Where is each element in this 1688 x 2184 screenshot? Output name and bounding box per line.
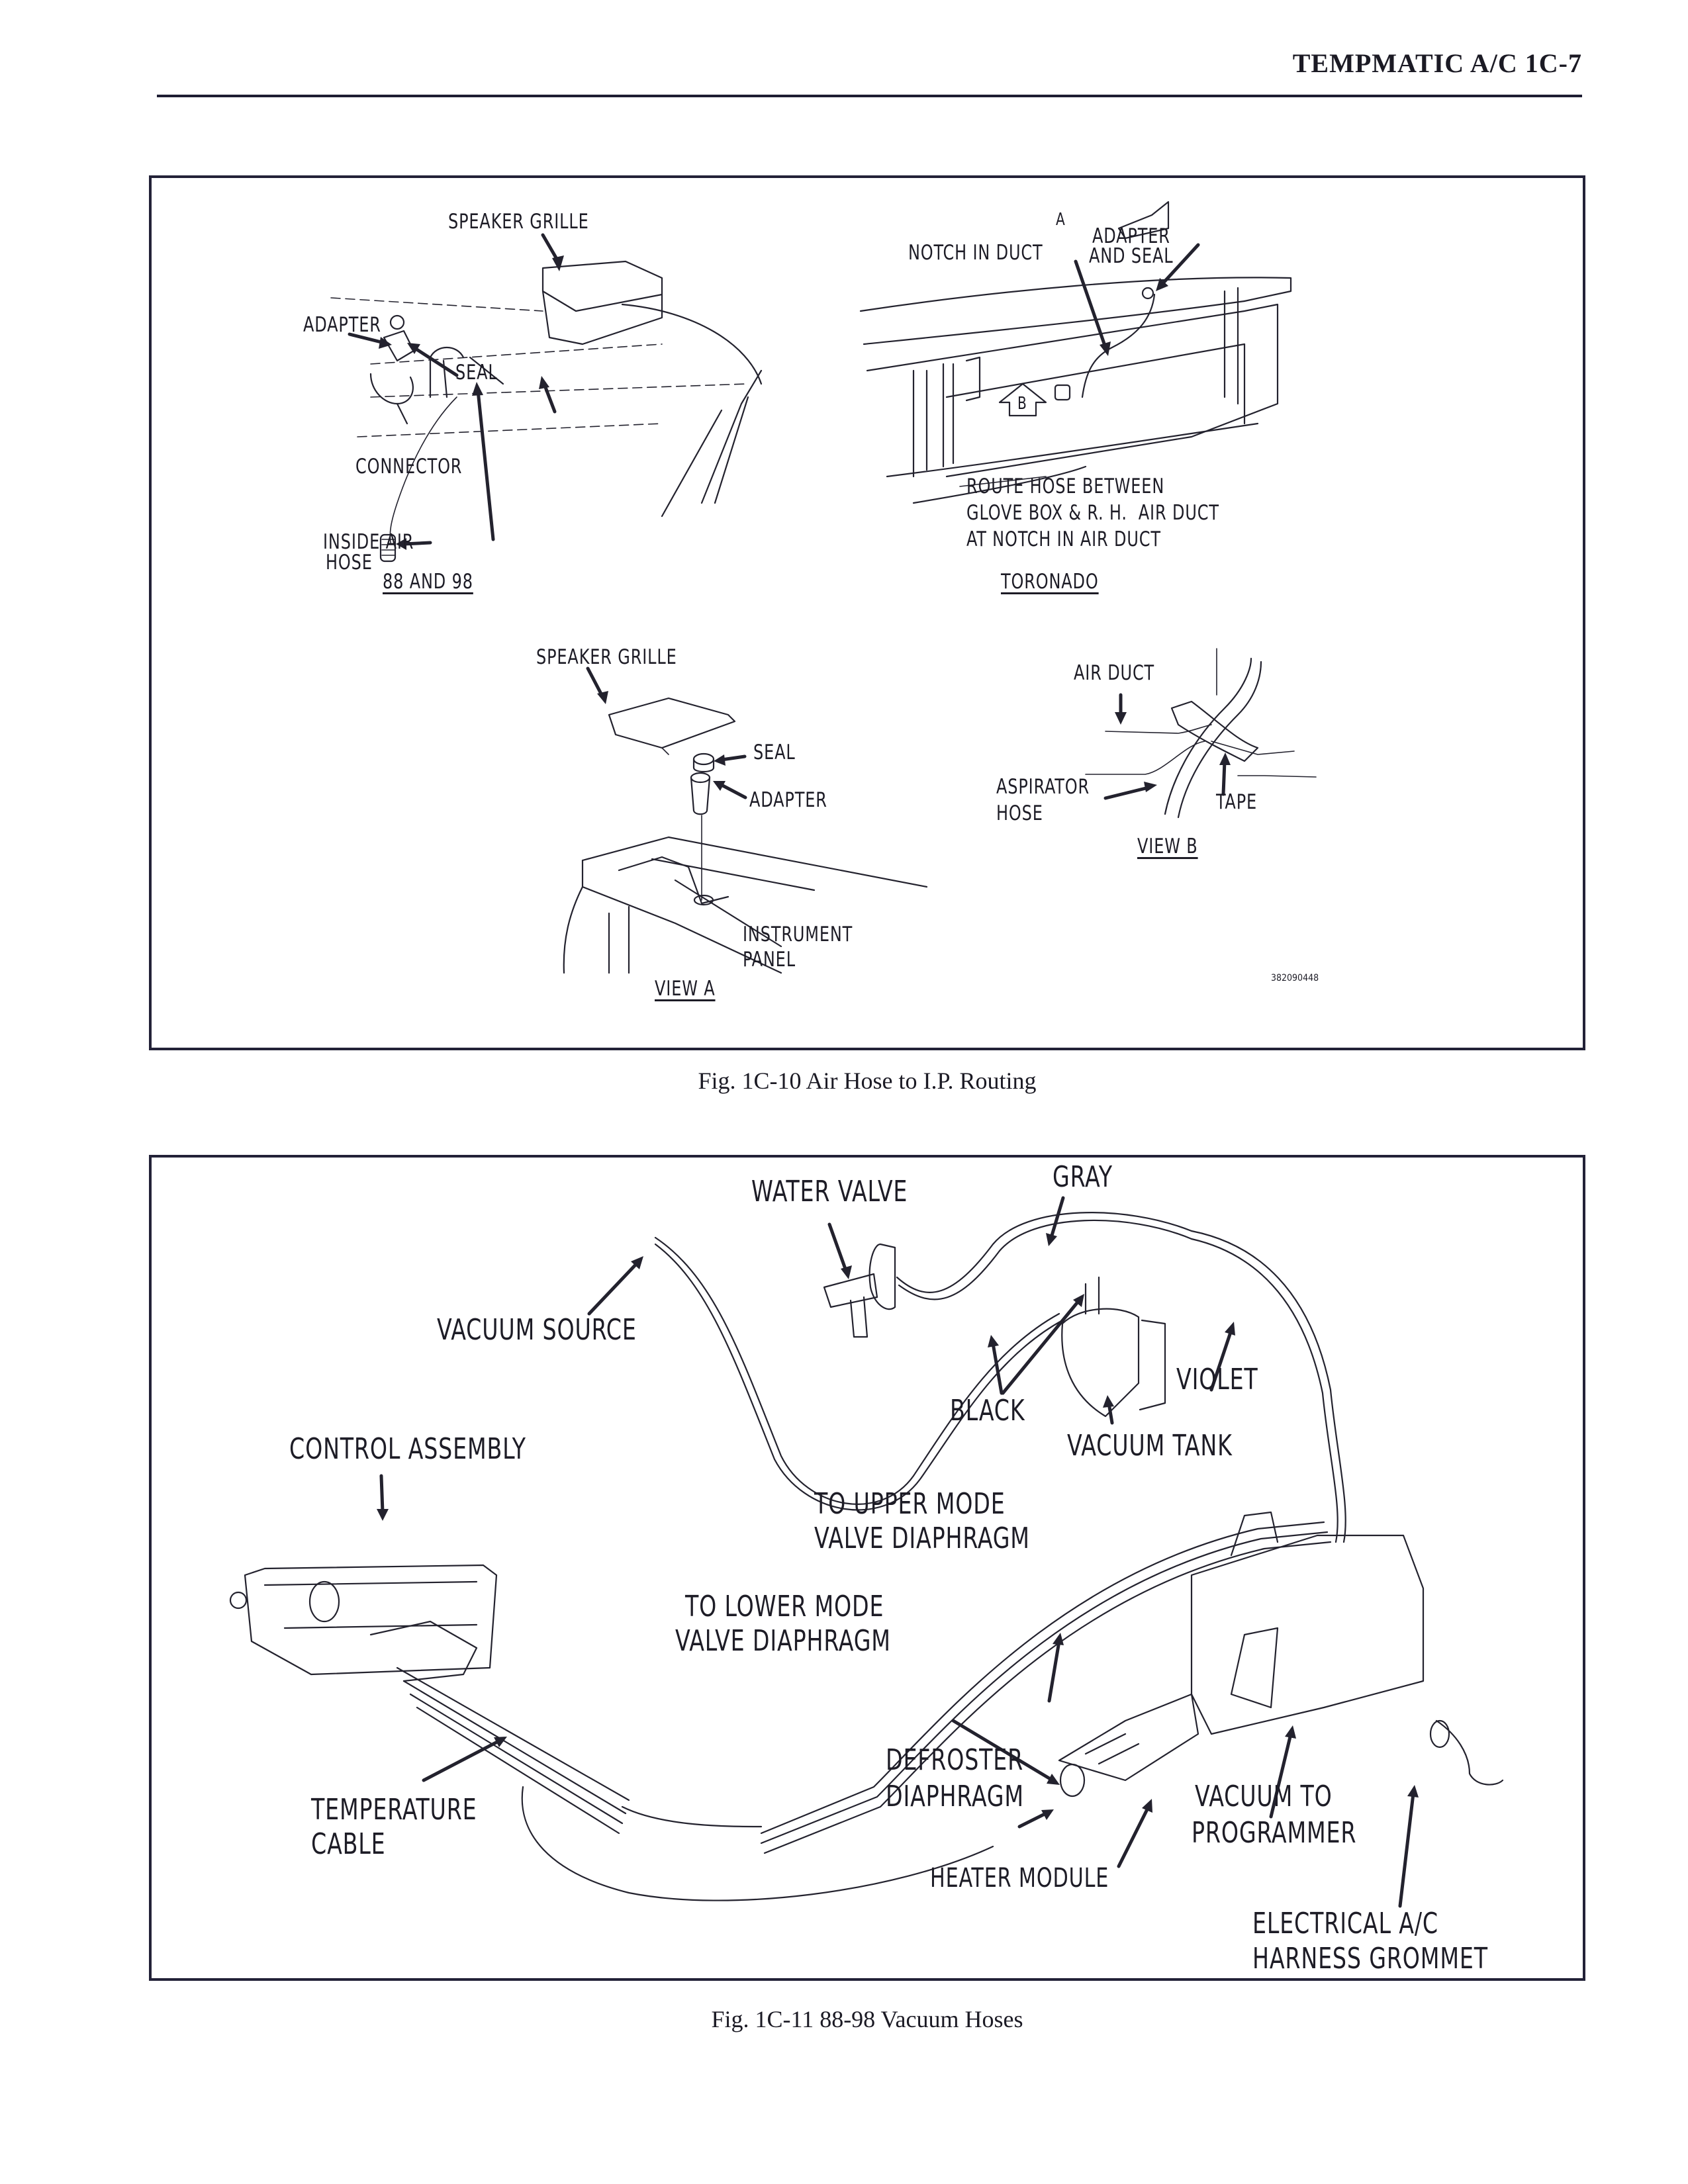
label-notch-in-duct: NOTCH IN DUCT <box>908 241 1043 265</box>
label-aspirator-hose-line2: HOSE <box>996 801 1043 825</box>
label-water-valve: WATER VALVE <box>751 1175 908 1208</box>
label-vacuum-to-programmer-line2: PROGRAMMER <box>1192 1816 1357 1850</box>
label-lower-mode-line2: VALVE DIAPHRAGM <box>675 1624 891 1658</box>
label-seal-88-98: SEAL <box>455 361 498 385</box>
page-header-title: TEMPMATIC A/C 1C-7 <box>1292 48 1582 78</box>
label-adapter-and-seal-line1: ADAPTER <box>1092 224 1170 248</box>
view-marker-a: A <box>1056 210 1066 230</box>
label-seal-view-a: SEAL <box>753 741 796 764</box>
label-connector-88-98: CONNECTOR <box>355 455 463 478</box>
figure-2-frame <box>149 1155 1585 1981</box>
part-number: 382090448 <box>1271 973 1319 983</box>
label-violet-hose: VIOLET <box>1176 1363 1258 1396</box>
label-vacuum-tank: VACUUM TANK <box>1067 1429 1233 1463</box>
panel-title-toronado: TORONADO <box>1001 570 1099 594</box>
label-adapter-view-a: ADAPTER <box>749 788 827 812</box>
label-adapter-and-seal-line2: AND SEAL <box>1089 244 1174 268</box>
label-speaker-grille-88-98: SPEAKER GRILLE <box>448 210 589 234</box>
label-vacuum-to-programmer-line1: VACUUM TO <box>1195 1780 1333 1813</box>
panel-title-view-a: VIEW A <box>655 977 716 1001</box>
label-temperature-cable-line2: CABLE <box>311 1827 386 1861</box>
label-speaker-grille-view-a: SPEAKER GRILLE <box>536 645 677 669</box>
label-inside-air-hose-line1: INSIDE AIR <box>323 530 414 554</box>
label-vacuum-source: VACUUM SOURCE <box>437 1313 637 1347</box>
figure-1-caption: Fig. 1C-10 Air Hose to I.P. Routing <box>698 1068 1037 1094</box>
label-black-hose: BLACK <box>950 1394 1025 1428</box>
label-control-assembly: CONTROL ASSEMBLY <box>289 1432 526 1466</box>
label-defroster-line2: DIAPHRAGM <box>886 1780 1024 1813</box>
label-lower-mode-line1: TO LOWER MODE <box>685 1590 884 1623</box>
label-air-duct: AIR DUCT <box>1074 661 1155 685</box>
label-aspirator-hose-line1: ASPIRATOR <box>996 775 1090 799</box>
view-marker-b: B <box>1017 394 1027 414</box>
header-rule <box>157 95 1582 97</box>
label-gray-hose: GRAY <box>1053 1160 1113 1194</box>
label-route-note-line1: ROUTE HOSE BETWEEN <box>966 475 1165 498</box>
label-instrument-panel-line2: PANEL <box>743 948 796 972</box>
figure-2-caption: Fig. 1C-11 88-98 Vacuum Hoses <box>711 2006 1023 2032</box>
label-heater-module: HEATER MODULE <box>930 1863 1109 1893</box>
label-harness-grommet-line1: ELECTRICAL A/C <box>1252 1907 1438 1940</box>
label-upper-mode-line2: VALVE DIAPHRAGM <box>814 1522 1030 1555</box>
label-tape: TAPE <box>1216 790 1258 814</box>
label-instrument-panel-line1: INSTRUMENT <box>743 923 853 946</box>
figure-1-frame <box>149 175 1585 1050</box>
label-harness-grommet-line2: HARNESS GROMMET <box>1252 1942 1488 1976</box>
panel-title-view-b: VIEW B <box>1137 835 1198 858</box>
label-upper-mode-line1: TO UPPER MODE <box>814 1487 1006 1521</box>
label-defroster-line1: DEFROSTER <box>886 1743 1024 1777</box>
label-route-note-line2: GLOVE BOX & R. H. AIR DUCT <box>966 501 1219 525</box>
panel-title-88-and-98: 88 AND 98 <box>383 570 473 594</box>
label-temperature-cable-line1: TEMPERATURE <box>311 1793 477 1827</box>
label-adapter-88-98: ADAPTER <box>303 313 381 337</box>
label-route-note-line3: AT NOTCH IN AIR DUCT <box>966 527 1161 551</box>
label-inside-air-hose-line2: HOSE <box>326 551 373 574</box>
